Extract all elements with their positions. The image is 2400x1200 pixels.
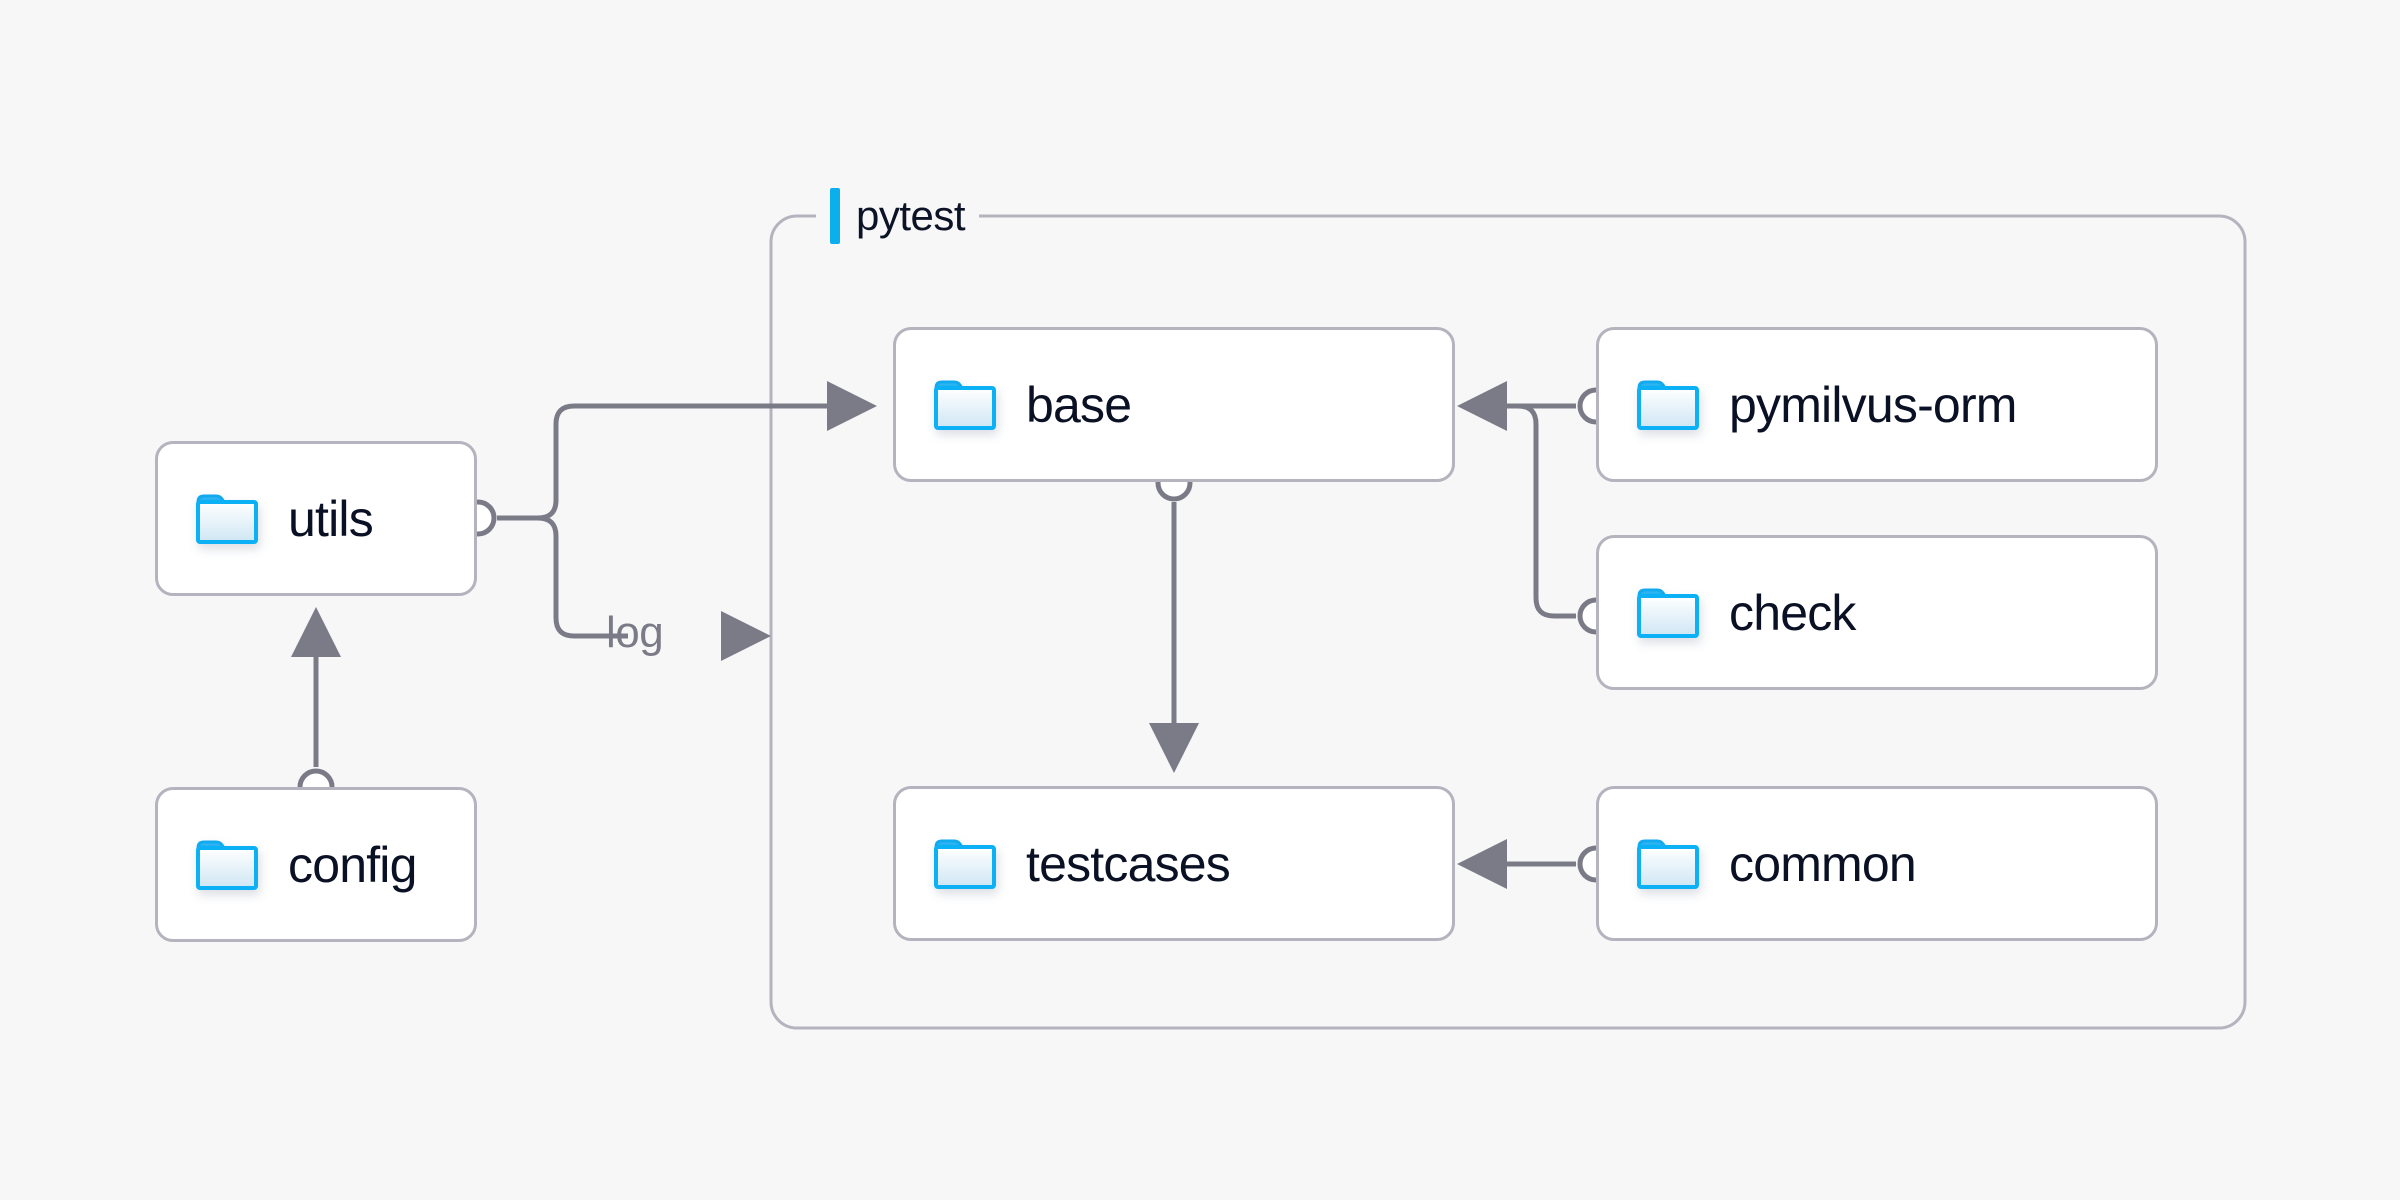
node-label: pymilvus-orm <box>1729 376 2017 433</box>
group-title-text: pytest <box>856 192 966 239</box>
node-label: config <box>288 836 417 893</box>
folder-icon <box>1637 838 1699 890</box>
folder-icon <box>1637 379 1699 431</box>
node-label: testcases <box>1026 835 1231 892</box>
folder-icon <box>196 839 258 891</box>
node-utils[interactable]: utils <box>155 441 477 596</box>
node-config[interactable]: config <box>155 787 477 942</box>
node-label: base <box>1026 376 1132 433</box>
edge-common-testcases <box>1457 839 1615 889</box>
edge-label-log: log <box>606 608 664 657</box>
node-label: check <box>1729 584 1856 641</box>
node-common[interactable]: common <box>1596 786 2158 941</box>
edge-base-testcases <box>1149 464 1199 773</box>
edge-config-utils <box>291 607 341 806</box>
group-accent-bar <box>830 188 840 244</box>
node-base[interactable]: base <box>893 327 1455 482</box>
folder-icon <box>1637 587 1699 639</box>
node-label: utils <box>288 490 374 547</box>
node-check[interactable]: check <box>1596 535 2158 690</box>
pytest-group-label: pytest <box>816 188 980 244</box>
node-label: common <box>1729 835 1917 892</box>
folder-icon <box>934 379 996 431</box>
edge-right-column-to-base <box>1457 381 1615 635</box>
folder-icon <box>196 493 258 545</box>
node-testcases[interactable]: testcases <box>893 786 1455 941</box>
folder-icon <box>934 838 996 890</box>
edge-utils-branch <box>459 381 877 661</box>
node-pymilvus-orm[interactable]: pymilvus-orm <box>1596 327 2158 482</box>
